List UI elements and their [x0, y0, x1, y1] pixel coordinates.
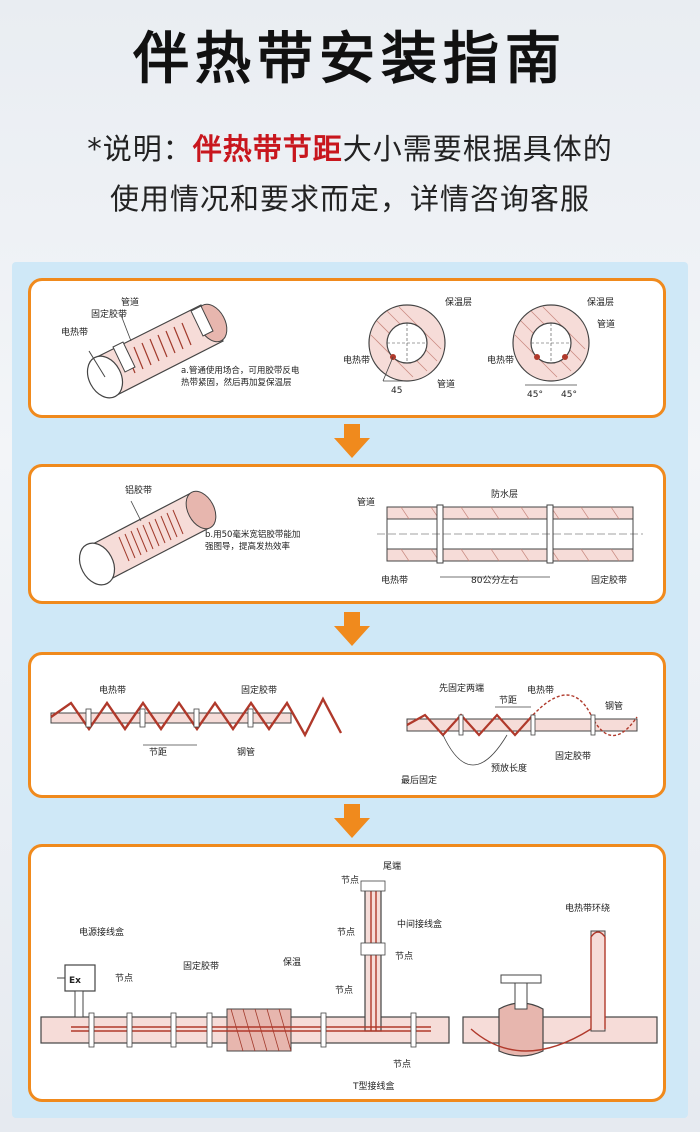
- c2-label-angle-left: 45°: [527, 390, 543, 400]
- c1-label-insulation: 保温层: [445, 296, 472, 308]
- label-fixing-tape-4: 固定胶带: [555, 750, 591, 762]
- wrapped-pipe-drawing: [86, 303, 228, 399]
- label-spacing: 80公分左右: [471, 574, 518, 586]
- c1-label-angle: 45: [391, 386, 402, 396]
- panel2-diagram: 铝胶带 b.用50毫米宽铝胶带能加 强图导，提高发热效率 管道 防水层 电热带 …: [78, 484, 643, 586]
- c2-label-insulation: 保温层: [587, 296, 614, 308]
- label-heater-4: 电热带: [527, 684, 554, 696]
- label-fix-ends: 先固定两端: [439, 682, 484, 694]
- panel-system-layout: Ex 尾端 节点 中间接线盒 节点 节点 电源接线盒 节点 固定胶带 保温 节点…: [28, 844, 666, 1102]
- c2-label-heater: 电热带: [487, 354, 514, 366]
- cross-section-double: [512, 304, 590, 386]
- label-node-left: 节点: [115, 973, 133, 984]
- c1-label-heater: 电热带: [343, 354, 370, 366]
- down-arrow-icon: [334, 804, 370, 838]
- caption-a-line1: a.管通使用场合，可用胶带反电: [181, 365, 300, 376]
- panel-spiral-winding: 电热带 固定胶带 节距 钢管 先固定两端 电热带 节距 钢管 固定胶带 预放长度…: [28, 652, 666, 798]
- label-steel-pipe: 钢管: [237, 746, 255, 758]
- note-highlight: 伴热带节距: [192, 132, 343, 166]
- label-pitch: 节距: [149, 747, 167, 758]
- power-junction-box: [57, 964, 96, 1018]
- note-line-1: *说明：伴热带节距大小需要根据具体的: [0, 126, 700, 168]
- main-pipeline-drawing: [40, 880, 450, 1052]
- label-fixing-tape: 固定胶带: [91, 308, 127, 320]
- label-t-box: T型接线盒: [352, 1080, 395, 1092]
- label-pipe: 管道: [121, 296, 139, 308]
- label-power-box: 电源接线盒: [79, 926, 124, 938]
- label-slack-length: 预放长度: [491, 762, 527, 774]
- cross-section-single: [368, 304, 446, 382]
- label-fixing-tape-3: 固定胶带: [241, 684, 277, 696]
- label-node-right: 节点: [395, 951, 413, 962]
- label-tail-end: 尾端: [383, 860, 401, 872]
- label-heater-3: 电热带: [99, 684, 126, 696]
- spiral-on-pipe-left: [50, 696, 343, 746]
- label-node-t: 节点: [335, 985, 353, 996]
- label-insulation: 保温: [283, 956, 301, 968]
- pipe-longitudinal-drawing: [377, 504, 643, 578]
- label-waterproof: 防水层: [491, 488, 518, 500]
- note-prefix: *说明：: [87, 132, 193, 166]
- label-pitch-2: 节距: [499, 695, 517, 706]
- down-arrow-icon: [334, 424, 370, 458]
- foil-wrapped-pipe-drawing: [78, 490, 217, 586]
- label-node-top: 节点: [341, 875, 359, 886]
- panel1-diagram: 管道 固定胶带 电热带 a.管通使用场合，可用胶带反电 热带紧固，然后再加复保温…: [61, 296, 615, 400]
- label-pipe-2: 管道: [357, 496, 375, 508]
- c2-label-pipe: 管道: [597, 318, 615, 330]
- note-line-2: 使用情况和要求而定，详情咨询客服: [109, 182, 590, 216]
- label-node-mid: 节点: [337, 927, 355, 938]
- valve-section-drawing: [462, 930, 658, 1057]
- label-foil-tape: 铝胶带: [125, 484, 152, 496]
- label-node-bottom: 节点: [393, 1059, 411, 1070]
- label-fixing-tape-2: 固定胶带: [591, 574, 627, 586]
- spiral-on-pipe-right: [406, 694, 638, 766]
- c1-label-pipe: 管道: [437, 378, 455, 390]
- label-steel-pipe-2: 钢管: [605, 700, 623, 712]
- ex-mark: Ex: [69, 976, 81, 986]
- note-rest: 大小需要根据具体的: [342, 132, 613, 166]
- label-mid-box: 中间接线盒: [397, 918, 442, 930]
- label-fixing-tape-5: 固定胶带: [183, 960, 219, 972]
- label-heater-loop: 电热带环绕: [565, 902, 610, 914]
- panel4-diagram: Ex 尾端 节点 中间接线盒 节点 节点 电源接线盒 节点 固定胶带 保温 节点…: [40, 860, 658, 1092]
- panel-foil-tape: 铝胶带 b.用50毫米宽铝胶带能加 强图导，提高发热效率 管道 防水层 电热带 …: [28, 464, 666, 604]
- c2-label-angle-right: 45°: [561, 390, 577, 400]
- panel-pipe-wrap: 管道 固定胶带 电热带 a.管通使用场合，可用胶带反电 热带紧固，然后再加复保温…: [28, 278, 666, 418]
- label-heater: 电热带: [61, 326, 88, 338]
- page-title: 伴热带安装指南: [133, 27, 567, 92]
- down-arrow-icon: [334, 612, 370, 646]
- panel3-diagram: 电热带 固定胶带 节距 钢管 先固定两端 电热带 节距 钢管 固定胶带 预放长度…: [50, 682, 638, 786]
- caption-a-line2: 热带紧固，然后再加复保温层: [181, 377, 292, 388]
- caption-b-line2: 强图导，提高发热效率: [205, 541, 291, 552]
- label-final-fix: 最后固定: [401, 774, 437, 786]
- label-heater-2: 电热带: [381, 574, 408, 586]
- caption-b-line1: b.用50毫米宽铝胶带能加: [205, 529, 300, 540]
